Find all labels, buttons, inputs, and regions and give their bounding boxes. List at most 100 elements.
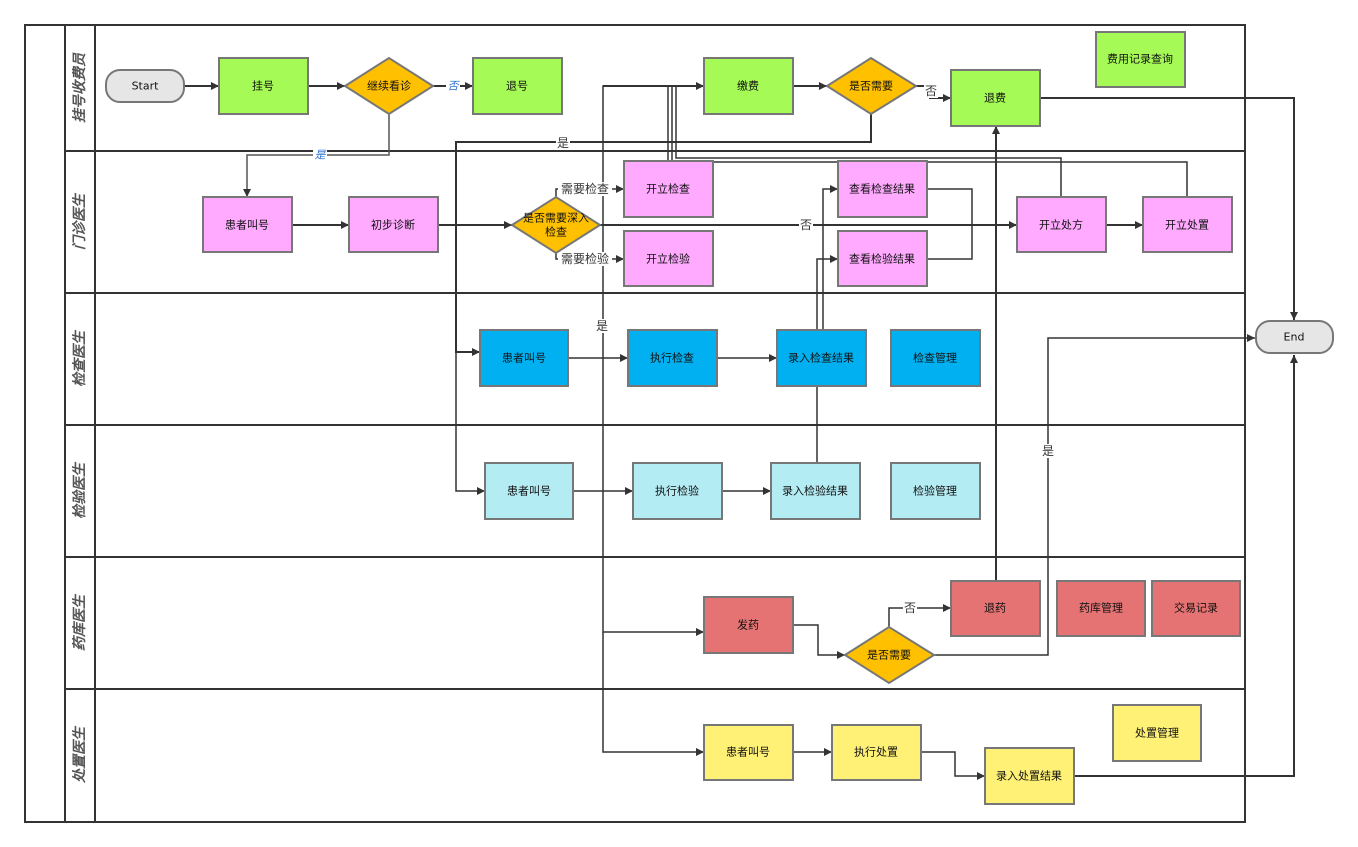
node-clinic-call[interactable]: 患者叫号 — [202, 196, 293, 253]
decision-continue-visit[interactable]: 继续看诊 — [343, 56, 435, 116]
edge-exam-record-view — [822, 185, 838, 330]
decision-pay-need[interactable]: 是否需要 — [825, 56, 918, 116]
node-label: 是否需要 — [849, 80, 893, 93]
edge-label-need-exam: 需要检查 — [561, 181, 609, 196]
lane-label-exam: 检查医生 — [71, 329, 88, 387]
node-label: 缴费 — [737, 79, 759, 93]
node-treat-exec[interactable]: 执行处置 — [831, 724, 922, 781]
node-view-lab[interactable]: 查看检验结果 — [837, 230, 928, 287]
node-return-drug[interactable]: 退药 — [950, 580, 1041, 637]
node-order-exam[interactable]: 开立检查 — [623, 160, 714, 218]
edge-yes-end — [934, 334, 1255, 656]
node-lab-call[interactable]: 患者叫号 — [484, 462, 574, 520]
node-label: 退费 — [984, 92, 1006, 105]
node-register[interactable]: 挂号 — [218, 57, 309, 115]
node-label: 患者叫号 — [225, 219, 269, 232]
node-pay[interactable]: 缴费 — [703, 57, 794, 115]
node-label: 开立检验 — [646, 252, 690, 266]
node-label: 开立处方 — [1039, 218, 1083, 232]
node-cancel-register[interactable]: 退号 — [472, 57, 563, 115]
edge-yes-exam-call — [455, 114, 872, 356]
node-lab-exec[interactable]: 执行检验 — [632, 462, 723, 520]
node-label: 开立检查 — [646, 182, 690, 196]
edge-treat-record-end — [1074, 355, 1298, 777]
node-stock-manage[interactable]: 药库管理 — [1056, 580, 1146, 637]
end-node[interactable]: End — [1255, 320, 1334, 354]
edge-label-no: 否 — [800, 218, 812, 232]
node-label: 录入检查结果 — [788, 351, 854, 365]
start-node[interactable]: Start — [105, 69, 185, 103]
node-label: 交易记录 — [1174, 601, 1218, 615]
edge-view-merge — [927, 188, 973, 260]
edge-yes-lab-call — [455, 352, 485, 495]
lane-label-lab: 检验医生 — [71, 461, 88, 519]
node-exam-manage[interactable]: 检查管理 — [890, 329, 981, 387]
node-initial-diag[interactable]: 初步诊断 — [348, 196, 439, 253]
edge-labels: 否 是 是 否 需要检查 需要检验 否 是 否 是 — [313, 79, 1055, 615]
decision-need-deep[interactable]: 是否需要深入 检查 — [510, 195, 602, 255]
node-label: 继续看诊 — [367, 79, 411, 93]
edge-treat-pay — [671, 86, 1188, 197]
node-treat-call[interactable]: 患者叫号 — [703, 724, 794, 781]
lane-label-clinic: 门诊医生 — [71, 192, 88, 250]
nodes: Start End 挂号 继续看诊 退号 缴费 是否需要 退费 — [105, 31, 1334, 805]
edge-label-yes: 是 — [315, 149, 327, 162]
node-treat-manage[interactable]: 处置管理 — [1112, 704, 1202, 762]
lane-label-registration: 挂号收费员 — [71, 52, 88, 123]
start-label: Start — [132, 80, 160, 93]
node-label: 发药 — [737, 618, 759, 632]
pool-border — [24, 24, 1246, 823]
node-exam-exec[interactable]: 执行检查 — [627, 329, 718, 387]
edge-to-treat-call — [602, 632, 704, 756]
node-order-lab[interactable]: 开立检验 — [623, 230, 714, 287]
edge-label-need-lab: 需要检验 — [561, 251, 609, 266]
end-label: End — [1284, 331, 1305, 344]
node-label: 退药 — [984, 602, 1006, 615]
connectors — [184, 82, 1298, 780]
node-label: 检查管理 — [913, 351, 957, 365]
node-lab-manage[interactable]: 检验管理 — [890, 462, 981, 520]
node-lab-record[interactable]: 录入检验结果 — [770, 462, 861, 520]
node-label-line2: 检查 — [545, 225, 567, 239]
node-label: 执行检查 — [650, 351, 694, 365]
node-label: 查看检验结果 — [849, 252, 915, 266]
edge-refund-end — [1040, 97, 1298, 320]
lane-label-treatment: 处置医生 — [71, 725, 88, 784]
node-label: 退号 — [506, 80, 528, 93]
node-label: 录入检验结果 — [782, 484, 848, 498]
node-label: 患者叫号 — [502, 352, 546, 365]
node-fee-query[interactable]: 费用记录查询 — [1095, 31, 1186, 88]
node-label: 挂号 — [252, 79, 274, 93]
node-label-line1: 是否需要深入 — [523, 212, 589, 225]
edge-label-no: 否 — [448, 80, 461, 93]
node-view-exam[interactable]: 查看检查结果 — [837, 160, 928, 218]
node-dispense[interactable]: 发药 — [703, 596, 794, 654]
edge-need-return — [888, 604, 951, 627]
node-label: 开立处置 — [1165, 218, 1209, 232]
node-label: 费用记录查询 — [1107, 52, 1173, 66]
edge-label-yes: 是 — [596, 319, 608, 333]
decision-pharm-need[interactable]: 是否需要 — [843, 625, 936, 685]
node-prescribe[interactable]: 开立处方 — [1016, 196, 1107, 253]
edge-label-no: 否 — [925, 84, 937, 98]
node-exam-record[interactable]: 录入检查结果 — [776, 329, 867, 387]
node-label: 患者叫号 — [726, 746, 770, 759]
edge-lab-record-view — [816, 255, 838, 463]
node-order-treat[interactable]: 开立处置 — [1142, 196, 1233, 253]
edge-label-yes: 是 — [1042, 444, 1054, 458]
lane-label-pharmacy: 药库医生 — [71, 593, 88, 651]
node-label: 处置管理 — [1135, 726, 1179, 740]
node-exam-call[interactable]: 患者叫号 — [479, 329, 569, 387]
pool — [24, 24, 1246, 823]
node-label: 药库管理 — [1079, 601, 1123, 615]
edge-treat-exec-record — [921, 751, 985, 780]
node-treat-record[interactable]: 录入处置结果 — [984, 747, 1075, 805]
node-transactions[interactable]: 交易记录 — [1151, 580, 1241, 637]
node-label: 是否需要 — [867, 649, 911, 662]
node-label: 检验管理 — [913, 484, 957, 498]
node-refund-fee[interactable]: 退费 — [950, 69, 1041, 127]
node-label: 执行检验 — [655, 484, 699, 498]
node-label: 查看检查结果 — [849, 182, 915, 196]
node-label: 初步诊断 — [371, 218, 415, 232]
